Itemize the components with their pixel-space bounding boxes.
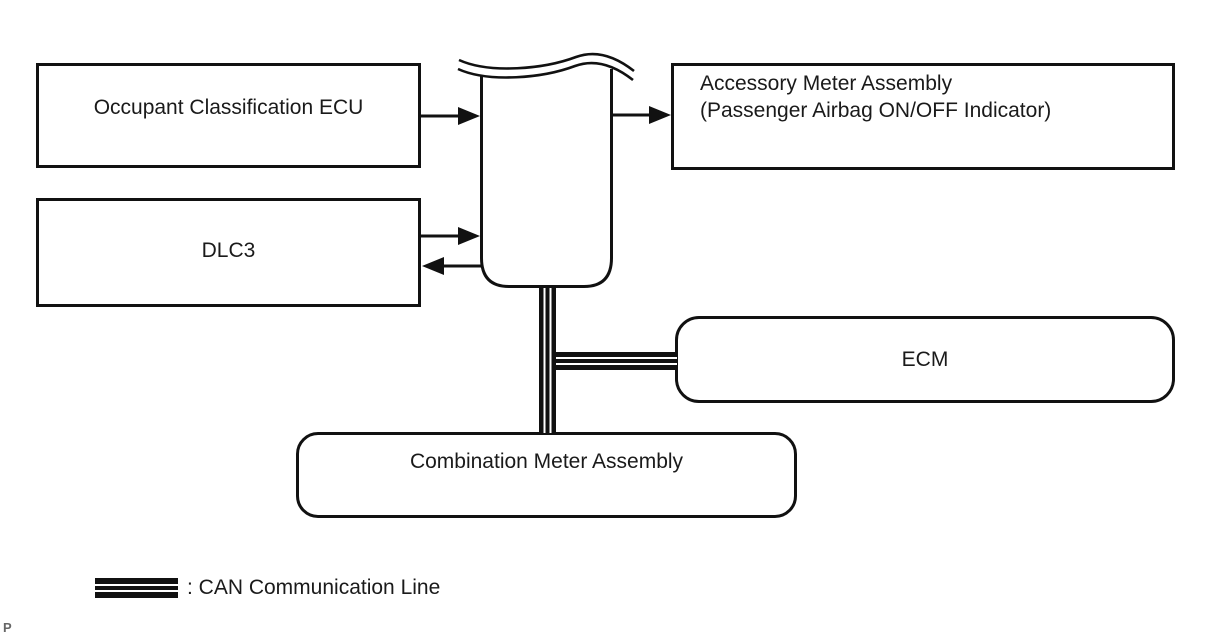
node-label: Combination Meter Assembly xyxy=(409,450,684,473)
node-label-line2: (Passenger Airbag ON/OFF Indicator) xyxy=(700,99,1052,122)
node-occupant-classification-ecu: Occupant Classification ECU xyxy=(36,63,421,168)
legend-label: : CAN Communication Line xyxy=(187,576,441,599)
page-watermark: P xyxy=(3,620,12,635)
node-label: DLC3 xyxy=(201,239,256,262)
arrow-dlc3-to-bus xyxy=(421,227,480,245)
node-label: Occupant Classification ECU xyxy=(93,96,364,119)
arrow-occupant-to-bus xyxy=(421,107,480,125)
can-line-trunk xyxy=(539,287,556,433)
node-dlc3: DLC3 xyxy=(36,198,421,307)
node-ecm: ECM xyxy=(675,316,1175,403)
legend: : CAN Communication Line xyxy=(95,576,440,600)
can-bus-shape xyxy=(480,69,613,288)
node-accessory-meter-assembly: Accessory Meter Assembly (Passenger Airb… xyxy=(671,63,1175,170)
torn-edge-wave-lower xyxy=(457,61,634,82)
arrow-bus-to-dlc3 xyxy=(422,257,481,275)
node-label: ECM xyxy=(901,348,949,371)
arrow-bus-to-accessory xyxy=(611,106,671,124)
torn-edge-wave-upper xyxy=(458,52,635,73)
can-line-swatch-icon xyxy=(95,578,178,598)
can-line-ecm-branch xyxy=(539,352,677,370)
node-label-line1: Accessory Meter Assembly xyxy=(700,72,953,95)
node-combination-meter-assembly: Combination Meter Assembly xyxy=(296,432,797,518)
